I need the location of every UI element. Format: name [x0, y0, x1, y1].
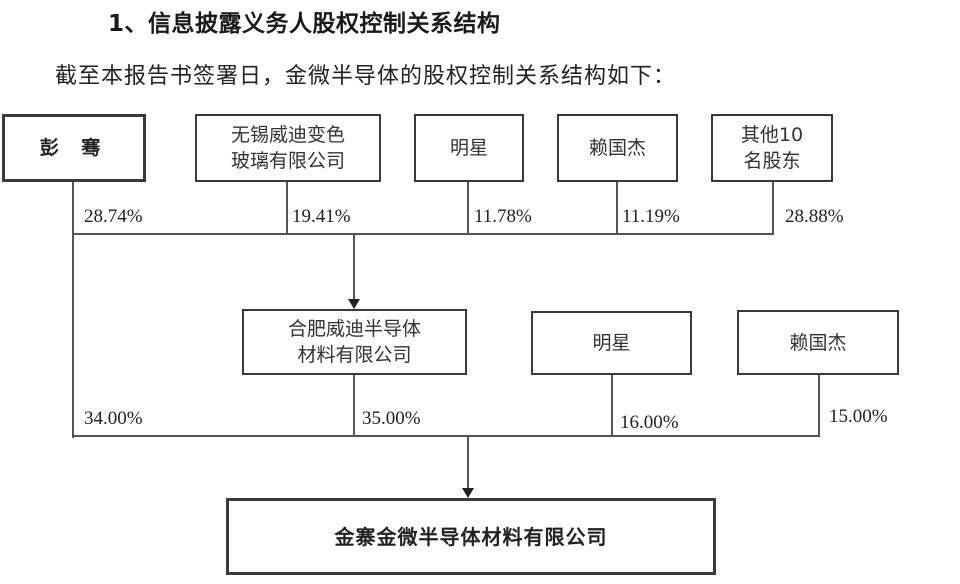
connector-line: [286, 182, 288, 235]
shareholder-box-wuxi-weidi: 无锡威迪变色 玻璃有限公司: [195, 114, 381, 182]
stake-percent: 15.00%: [829, 406, 888, 427]
shareholder-box-lai-guojie-2: 赖国杰: [737, 310, 899, 375]
stake-percent: 11.78%: [474, 206, 532, 227]
connector-line: [467, 436, 469, 488]
shareholder-box-peng-qian: 彭 骞: [2, 114, 146, 182]
shareholder-box-lai-guojie: 赖国杰: [557, 114, 678, 182]
section-heading: 1、信息披露义务人股权控制关系结构: [108, 11, 501, 37]
connector-line: [72, 435, 820, 437]
shareholder-name: 赖国杰: [789, 331, 847, 354]
intro-text: 截至本报告书签署日，金微半导体的股权控制关系结构如下：: [55, 64, 677, 89]
connector-line: [616, 182, 618, 235]
shareholder-name-line2: 材料有限公司: [297, 344, 412, 366]
arrow-down-icon: [462, 488, 474, 498]
stake-percent: 28.88%: [785, 206, 844, 227]
stake-percent: 11.19%: [622, 206, 680, 227]
shareholder-name-line1: 合肥威迪半导体: [287, 318, 421, 340]
shareholder-box-hefei-weidi: 合肥威迪半导体 材料有限公司: [242, 309, 467, 375]
arrow-down-icon: [348, 299, 360, 309]
connector-line: [467, 182, 469, 235]
connector-line: [72, 182, 74, 438]
shareholder-name: 彭 骞: [39, 137, 109, 159]
target-company-box: 金寨金微半导体材料有限公司: [226, 498, 716, 575]
shareholder-name: 明星: [449, 137, 488, 159]
shareholder-name-line2: 名股东: [743, 150, 801, 172]
shareholder-box-ming-xing: 明星: [414, 114, 524, 182]
shareholder-name-line1: 无锡威迪变色: [230, 124, 345, 146]
shareholder-name: 赖国杰: [588, 137, 646, 159]
shareholder-box-ming-xing-2: 明星: [531, 311, 692, 375]
shareholder-name: 明星: [592, 332, 631, 354]
target-company-name: 金寨金微半导体材料有限公司: [334, 524, 608, 549]
connector-line: [611, 375, 613, 437]
shareholder-box-other-10: 其他10 名股东: [711, 114, 833, 182]
stake-percent: 19.41%: [292, 206, 351, 227]
stake-percent: 16.00%: [620, 412, 679, 433]
stake-percent: 34.00%: [84, 408, 143, 429]
connector-line: [353, 375, 355, 437]
connector-line: [72, 233, 774, 235]
connector-line: [772, 182, 774, 235]
connector-line: [818, 375, 820, 437]
connector-line: [353, 234, 355, 300]
stake-percent: 28.74%: [84, 206, 143, 227]
shareholder-name-line2: 玻璃有限公司: [230, 150, 345, 172]
stake-percent: 35.00%: [362, 408, 421, 429]
shareholder-name-line1: 其他10: [740, 124, 804, 146]
